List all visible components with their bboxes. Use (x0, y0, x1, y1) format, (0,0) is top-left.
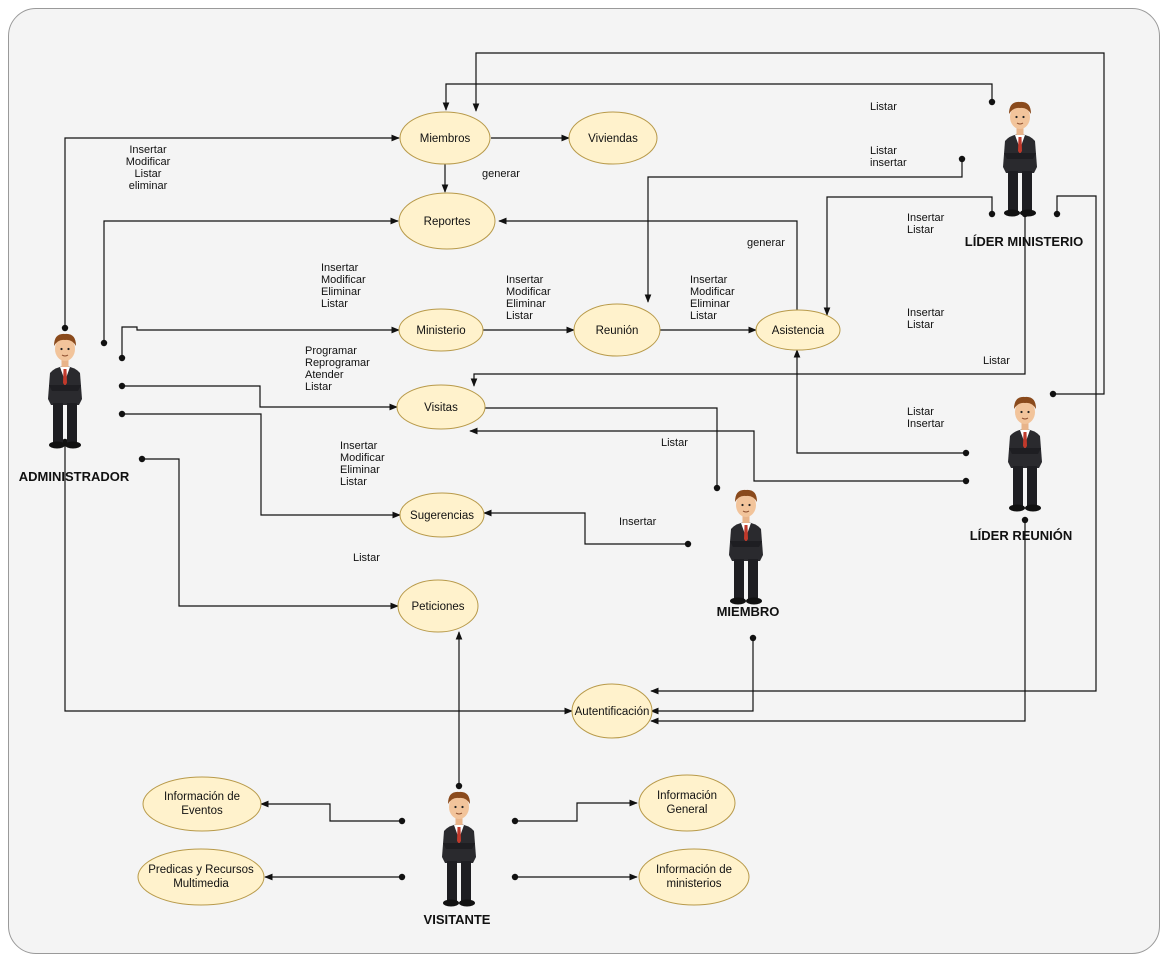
label-admin-ministerio-4: Listar (321, 298, 348, 310)
label-lm-asistencia-1: Insertar (907, 212, 945, 224)
use-case-label-line1: Información (657, 790, 717, 802)
label-lr-visitas-1: Listar (907, 406, 934, 418)
label-admin-sugerencias-3: Eliminar (340, 464, 380, 476)
label-admin-ministerio-3: Eliminar (321, 286, 361, 298)
label-admin-visitas-4: Listar (305, 381, 332, 393)
use-case-label: Reunión (596, 325, 639, 337)
label-admin-visitas-1: Programar (305, 345, 357, 357)
person-icon (1007, 396, 1043, 512)
use-case-reunion[interactable]: Reunión (573, 303, 661, 357)
label-admin-sugerencias-1: Insertar (340, 440, 378, 452)
connectors (64, 52, 1105, 881)
actor-miembro[interactable]: MIEMBRO (717, 489, 780, 619)
use-case-autentificacion[interactable]: Autentificación (571, 683, 653, 739)
person-icon (47, 333, 83, 449)
actor-visitante[interactable]: VISITANTE (424, 791, 491, 927)
label-reunion-asistencia-3: Eliminar (690, 298, 730, 310)
label-admin-miembros-4: eliminar (129, 180, 168, 192)
use-case-viviendas[interactable]: Viviendas (568, 111, 658, 165)
label-admin-sugerencias-4: Listar (340, 476, 367, 488)
person-icon (728, 489, 764, 605)
label-miembro-sugerencias: Insertar (619, 516, 657, 528)
label-ministerio-reunion-1: Insertar (506, 274, 544, 286)
label-reunion-asistencia-2: Modificar (690, 286, 735, 298)
use-case-label-line1: Información de (164, 791, 240, 803)
use-case-label: Peticiones (411, 601, 464, 613)
label-admin-miembros-2: Modificar (126, 156, 171, 168)
person-icon (1002, 101, 1038, 217)
label-lm-miembros: Listar (870, 101, 897, 113)
connector-endpoints (61, 98, 1061, 881)
label-admin-ministerio-1: Insertar (321, 262, 359, 274)
actor-name: LÍDER REUNIÓN (970, 528, 1073, 543)
label-admin-miembros-3: Listar (135, 168, 162, 180)
use-case-label: Reportes (424, 216, 471, 228)
use-case-label: Visitas (424, 402, 458, 414)
label-generar-reportes: generar (482, 168, 520, 180)
connector-labels: Insertar Modificar Listar eliminar gener… (126, 101, 1011, 564)
actor-name: VISITANTE (424, 912, 491, 927)
label-admin-ministerio-2: Modificar (321, 274, 366, 286)
use-case-label-line2: Multimedia (173, 878, 229, 890)
label-admin-visitas-2: Reprogramar (305, 357, 370, 369)
use-case-sugerencias[interactable]: Sugerencias (399, 492, 485, 538)
actor-name: LÍDER MINISTERIO (965, 234, 1083, 249)
label-ministerio-reunion-2: Modificar (506, 286, 551, 298)
use-case-label: Miembros (420, 133, 471, 145)
use-case-label: Asistencia (772, 325, 825, 337)
label-ministerio-reunion-4: Listar (506, 310, 533, 322)
label-admin-peticiones: Listar (353, 552, 380, 564)
use-case-label-line2: Eventos (181, 805, 223, 817)
use-case-peticiones[interactable]: Peticiones (397, 579, 479, 633)
use-case-label: Viviendas (588, 133, 638, 145)
label-reunion-asistencia-1: Insertar (690, 274, 728, 286)
use-case-visitas[interactable]: Visitas (396, 384, 486, 430)
use-case-label-line2: General (667, 804, 708, 816)
actor-lider-reunion[interactable]: LÍDER REUNIÓN (970, 396, 1073, 543)
use-case-label-line1: Predicas y Recursos (148, 864, 254, 876)
actor-lider-ministerio[interactable]: LÍDER MINISTERIO (965, 101, 1083, 249)
use-case-predicas-recursos[interactable]: Predicas y Recursos Multimedia (137, 848, 265, 906)
label-miembro-visitas: Listar (661, 437, 688, 449)
label-reunion-asistencia-4: Listar (690, 310, 717, 322)
label-admin-visitas-3: Atender (305, 369, 344, 381)
label-generar-asistencia: generar (747, 237, 785, 249)
label-lm-asistencia-2: Listar (907, 224, 934, 236)
use-case-miembros[interactable]: Miembros (399, 111, 491, 165)
person-icon (441, 791, 477, 907)
label-lm-visitas: Listar (983, 355, 1010, 367)
use-case-ministerio[interactable]: Ministerio (398, 308, 484, 352)
label-ministerio-reunion-3: Eliminar (506, 298, 546, 310)
use-case-asistencia[interactable]: Asistencia (755, 309, 841, 351)
use-case-informacion-eventos[interactable]: Información de Eventos (142, 776, 262, 832)
use-case-reportes[interactable]: Reportes (398, 192, 496, 250)
label-lm-reunion-2: insertar (870, 157, 907, 169)
use-case-label: Sugerencias (410, 510, 474, 522)
use-case-label: Autentificación (575, 706, 650, 718)
actor-name: ADMINISTRADOR (19, 469, 130, 484)
label-lm-reunion-1: Listar (870, 145, 897, 157)
label-lm-asistencia2-1: Insertar (907, 307, 945, 319)
label-lr-visitas-2: Insertar (907, 418, 945, 430)
label-admin-sugerencias-2: Modificar (340, 452, 385, 464)
use-case-informacion-general[interactable]: Información General (638, 774, 736, 832)
use-case-label-line2: ministerios (667, 878, 722, 890)
actor-name: MIEMBRO (717, 604, 780, 619)
use-case-label-line1: Información de (656, 864, 732, 876)
use-case-informacion-ministerios[interactable]: Información de ministerios (638, 848, 750, 906)
use-case-label: Ministerio (416, 325, 465, 337)
label-admin-miembros-1: Insertar (129, 144, 167, 156)
actor-administrador[interactable]: ADMINISTRADOR (19, 333, 130, 484)
label-lm-asistencia2-2: Listar (907, 319, 934, 331)
